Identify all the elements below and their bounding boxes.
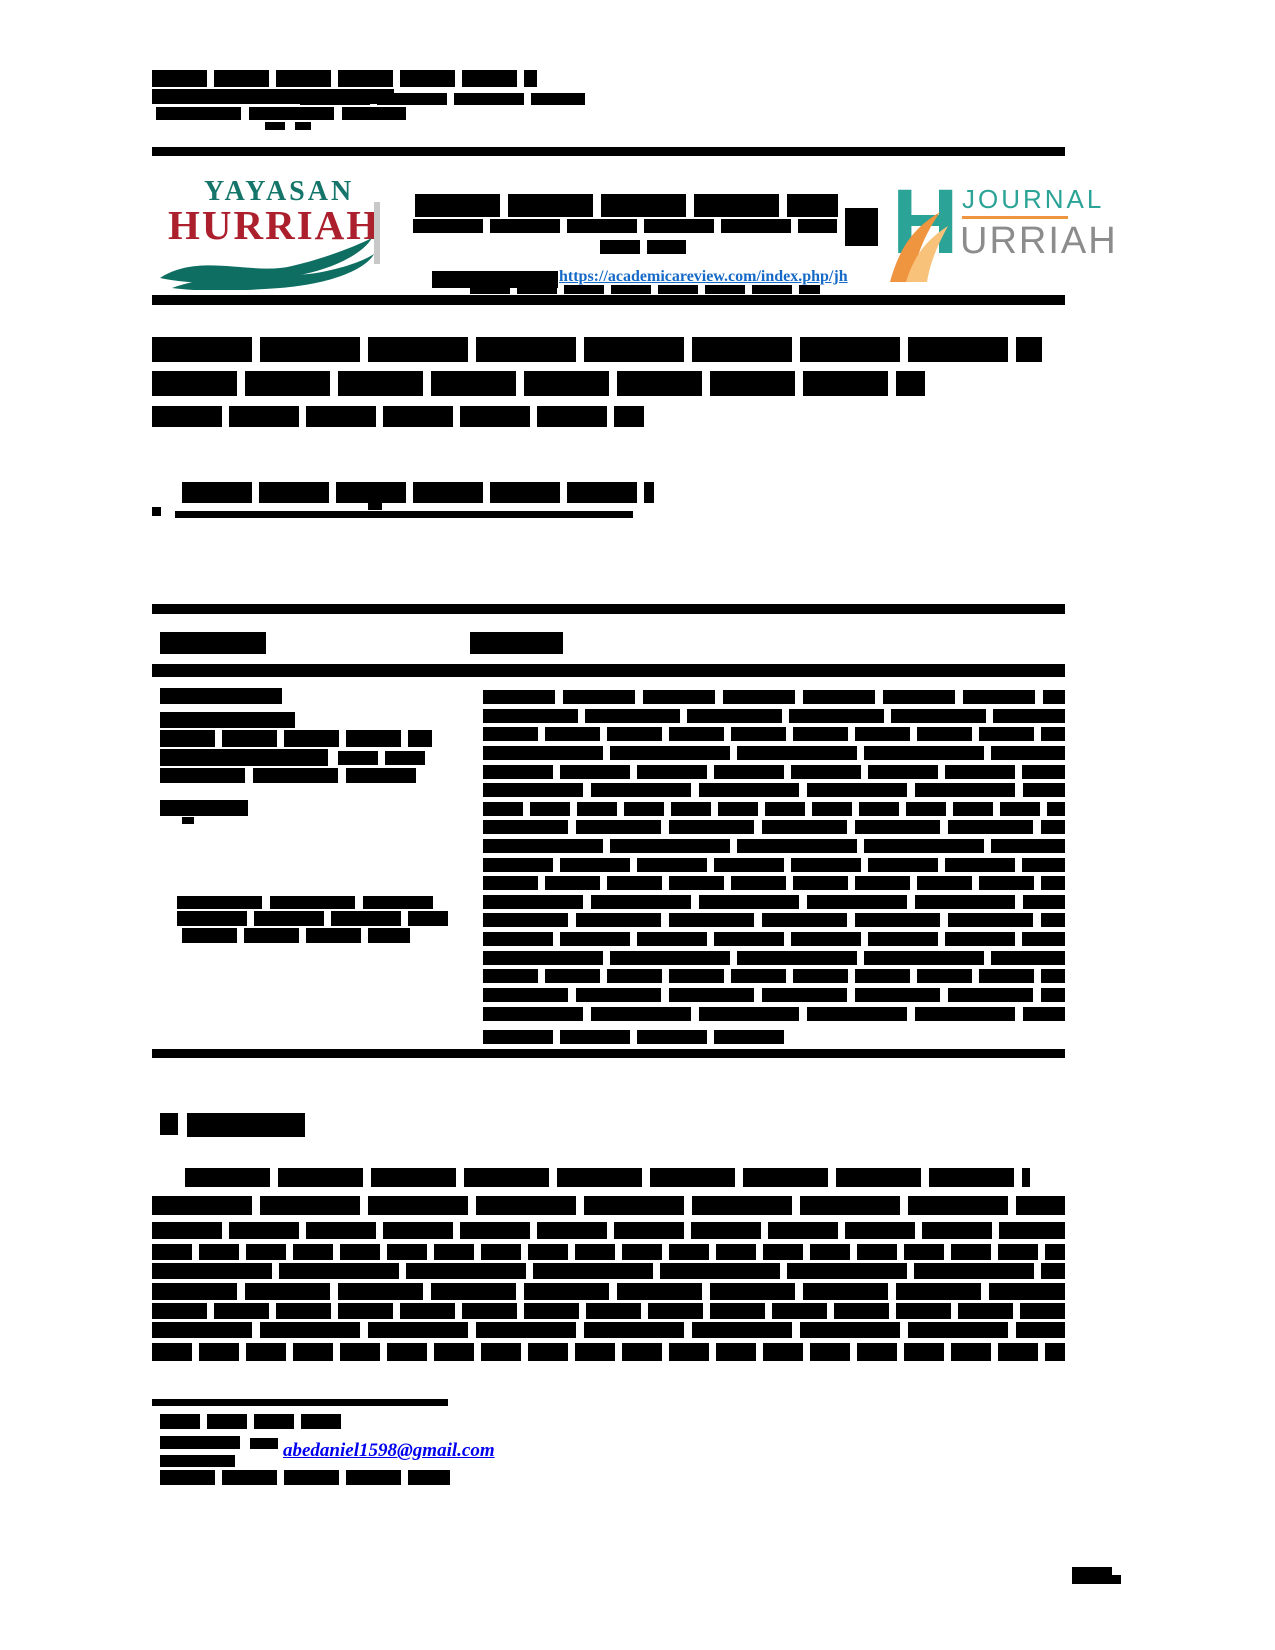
corresponding-email-link[interactable]: abedaniel1598@gmail.com (283, 1440, 495, 1461)
redacted-article-title-line-3 (152, 406, 644, 427)
redacted-article-title-line-2 (152, 371, 925, 396)
redacted-article-history-label (160, 688, 282, 704)
redacted-masthead-title-line-2 (413, 219, 837, 233)
redacted-abstract-line (483, 783, 1065, 797)
redacted-article-title-line-1 (152, 337, 1042, 362)
redacted-abstract-line (483, 709, 1065, 723)
redacted-keywords-descender (182, 817, 194, 824)
redacted-page-number-tail (1112, 1575, 1121, 1584)
redacted-author-line (182, 482, 654, 503)
redacted-abstract-line (483, 802, 1065, 816)
redacted-footnote-line-3 (160, 1455, 235, 1467)
logo-yayasan-hurriah: YAYASAN HURRIAH (158, 168, 381, 291)
redacted-history-line-4 (160, 768, 416, 783)
masthead-bottom-rule (152, 295, 1065, 305)
redacted-history-line-3 (160, 749, 328, 766)
redacted-abstract-line (483, 839, 1065, 853)
redacted-homepage-label (432, 271, 558, 288)
logo-journal-hurriah: H JOURNAL URRIAH (886, 170, 1116, 282)
redacted-license-line-2 (177, 911, 448, 926)
yayasan-wordmark-line2: HURRIAH (168, 202, 381, 248)
redacted-logo-side-block (845, 208, 878, 246)
redacted-body-line (152, 1222, 1065, 1239)
redacted-history-line-3b (338, 751, 430, 765)
redacted-author-descender-mark (368, 503, 382, 510)
footnote-separator (152, 1399, 448, 1406)
redacted-abstract-last-line (483, 1030, 789, 1044)
redacted-footnote-line-1 (160, 1414, 345, 1429)
yayasan-wordmark-line1: YAYASAN (204, 176, 355, 207)
redacted-body-line (152, 1196, 1065, 1215)
journal-orange-ribbon-icon (886, 188, 956, 287)
redacted-masthead-title-line-1 (415, 194, 838, 217)
redacted-masthead-bottom-line (470, 285, 820, 294)
journal-wordmark-underline (962, 216, 1068, 219)
redacted-footnote-line-2 (160, 1436, 240, 1449)
redacted-footnote-line-4 (160, 1470, 450, 1485)
redacted-abstract-line (483, 690, 1065, 704)
journal-homepage-link[interactable]: https://academicareview.com/index.php/jh (559, 268, 848, 285)
redacted-license-line-3 (182, 928, 410, 943)
journal-wordmark-line2: URRIAH (960, 220, 1118, 262)
redacted-citation-line-3 (156, 107, 406, 120)
redacted-citation-line-2b (300, 93, 585, 105)
redacted-abstract-line (483, 876, 1065, 890)
redacted-abstract-line (483, 969, 1065, 983)
redacted-citation-mark-1 (265, 122, 285, 130)
redacted-abstract-line (483, 765, 1065, 779)
scan-artifact-sliver (374, 202, 380, 264)
table-header-rule (152, 664, 1065, 677)
redacted-volume-line (600, 240, 686, 254)
yayasan-wave-icon (160, 238, 375, 295)
redacted-abstract-line (483, 913, 1065, 927)
redacted-affiliation-line (175, 511, 633, 518)
redacted-abstract-header (470, 632, 563, 654)
redacted-abstract-line (483, 858, 1065, 872)
redacted-article-info-header (160, 632, 266, 654)
redacted-footnote-line-2b (250, 1438, 278, 1449)
redacted-license-line-1 (177, 896, 433, 909)
redacted-history-line-1 (160, 712, 295, 728)
redacted-citation-line-1 (152, 70, 537, 87)
table-top-rule (152, 604, 1065, 614)
redacted-abstract-line (483, 746, 1065, 760)
redacted-abstract-line (483, 951, 1065, 965)
redacted-history-line-2 (160, 730, 432, 747)
redacted-abstract-line (483, 932, 1065, 946)
top-rule (152, 147, 1065, 156)
redacted-body-line (152, 1283, 1065, 1300)
redacted-body-line (152, 1322, 1065, 1338)
redacted-section-number (160, 1113, 178, 1135)
redacted-body-line (152, 1263, 1065, 1279)
redacted-abstract-line (483, 895, 1065, 909)
redacted-abstract-line (483, 820, 1065, 834)
redacted-body-line (185, 1168, 1030, 1187)
redacted-abstract-line (483, 1007, 1065, 1021)
redacted-keywords-label (160, 800, 248, 816)
redacted-body-line (152, 1303, 1065, 1319)
redacted-affiliation-superscript (152, 507, 161, 516)
redacted-page-number (1072, 1567, 1112, 1584)
redacted-abstract-line (483, 727, 1065, 741)
table-bottom-rule (152, 1049, 1065, 1058)
redacted-body-line (152, 1244, 1065, 1260)
journal-wordmark-line1: JOURNAL (962, 184, 1105, 214)
redacted-section-heading (187, 1113, 305, 1137)
redacted-body-last-line (152, 1343, 1065, 1361)
redacted-citation-mark-2 (295, 122, 311, 130)
redacted-abstract-line (483, 988, 1065, 1002)
